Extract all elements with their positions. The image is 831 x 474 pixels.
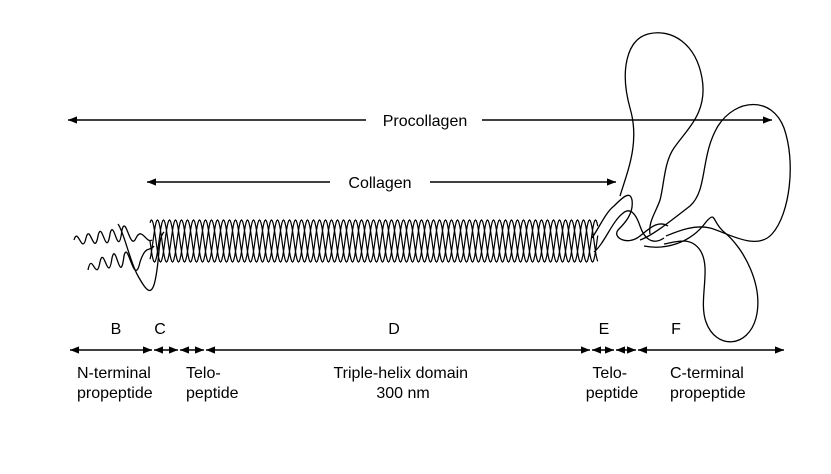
c-terminal-propeptide-loops (619, 32, 791, 343)
n-terminal-propeptide-label: N-terminal propeptide (77, 365, 155, 402)
region-b-letter: B (111, 321, 122, 338)
collagen-label: Collagen (348, 175, 411, 192)
n-terminal-propeptide-squiggle (73, 223, 165, 291)
helix-strand-2 (149, 219, 599, 263)
triple-helix-domain (149, 219, 599, 263)
region-c-letter: C (154, 321, 166, 338)
n-telopeptide-label: Telo- peptide (186, 365, 239, 402)
helix-strand-3 (149, 219, 599, 263)
procollagen-label: Procollagen (383, 113, 468, 130)
c-terminal-telopeptide-squiggle (591, 194, 669, 253)
helix-strand-1 (149, 219, 599, 263)
region-f-letter: F (671, 321, 681, 338)
region-d-letter: D (388, 321, 400, 338)
c-telopeptide-label: Telo- peptide (586, 365, 639, 402)
triple-helix-domain-label: Triple-helix domain 300 nm (333, 365, 472, 402)
region-e-letter: E (599, 321, 610, 338)
c-terminal-propeptide-label: C-terminal propeptide (670, 365, 748, 402)
